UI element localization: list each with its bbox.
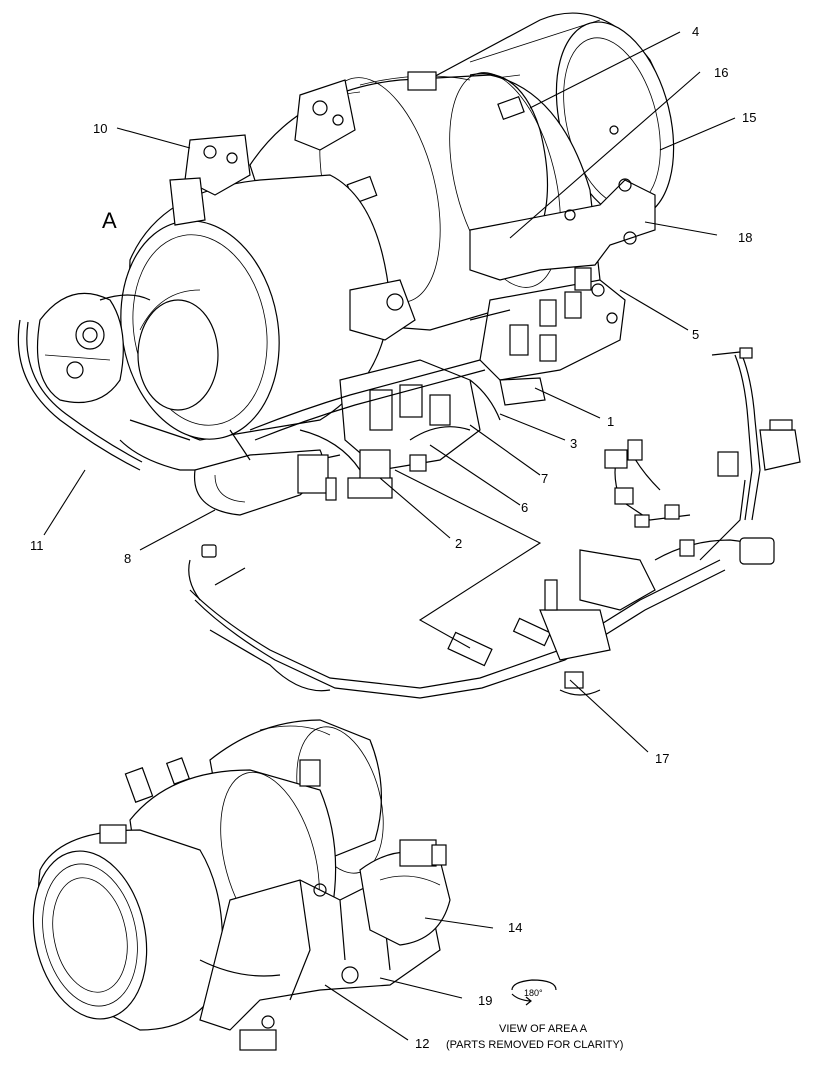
callout-1: 1 xyxy=(607,414,614,429)
caption-line-1: VIEW OF AREA A xyxy=(499,1023,588,1035)
rotation-180-icon xyxy=(511,979,557,1006)
callout-7: 7 xyxy=(541,471,548,486)
callout-2: 2 xyxy=(455,536,462,551)
main-engine-assembly xyxy=(17,12,675,516)
rotation-label: 180° xyxy=(524,988,543,998)
callout-16: 16 xyxy=(714,65,728,80)
leader-lines xyxy=(43,31,736,1041)
area-a-detail-view xyxy=(32,719,451,1051)
valve-block xyxy=(469,267,626,406)
callout-4: 4 xyxy=(692,24,699,39)
fuel-control-cluster xyxy=(299,359,501,499)
callout-18: 18 xyxy=(738,230,752,245)
callout-19: 19 xyxy=(478,993,492,1008)
callout-8: 8 xyxy=(124,551,131,566)
callout-11: 11 xyxy=(30,538,44,553)
callout-14: 14 xyxy=(508,920,522,935)
view-label-a: A xyxy=(102,208,117,233)
callout-15: 15 xyxy=(742,110,756,125)
callout-5: 5 xyxy=(692,327,699,342)
callout-10: 10 xyxy=(93,121,107,136)
harness-assembly xyxy=(188,347,801,699)
callout-6: 6 xyxy=(521,500,528,515)
callout-17: 17 xyxy=(655,751,669,766)
callout-3: 3 xyxy=(570,436,577,451)
callout-12: 12 xyxy=(415,1036,429,1051)
caption-line-2: (PARTS REMOVED FOR CLARITY) xyxy=(446,1039,623,1051)
connector-leader-line xyxy=(394,469,542,649)
